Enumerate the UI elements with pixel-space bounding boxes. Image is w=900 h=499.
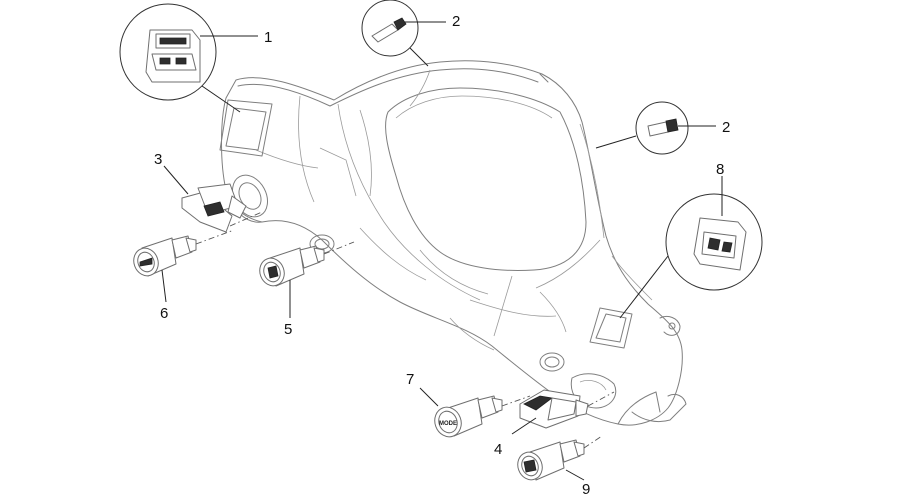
part-2-bulb-right	[595, 101, 716, 155]
callout-2-upper: 2	[452, 13, 460, 30]
detail-pointer-8	[619, 255, 669, 319]
part-4-switch	[511, 389, 615, 435]
callout-2-right: 2	[722, 119, 730, 136]
part-6-button	[133, 229, 235, 303]
detail-pointer-2a	[409, 47, 429, 67]
callout-6: 6	[160, 305, 168, 322]
part-8-rocker-switch	[619, 176, 763, 319]
callout-1: 1	[264, 29, 272, 46]
dashline-5	[323, 241, 355, 255]
part-3-switch-bezel	[163, 165, 263, 233]
leader-9	[565, 469, 585, 481]
part-2-bulb-upper	[361, 0, 446, 67]
dashline-4	[587, 391, 615, 407]
detail-pointer-2b	[595, 135, 637, 149]
callout-labels: 1 2 2 3 4 5 6 7 8 9	[154, 13, 730, 498]
callout-8: 8	[716, 161, 724, 178]
part-9-button	[517, 435, 603, 481]
dashline-6	[195, 229, 235, 245]
dashline-9	[583, 435, 603, 449]
leader-7	[419, 387, 439, 407]
part-7-mode-button: MODE	[419, 387, 531, 438]
part-5-button	[259, 241, 355, 318]
dashline-7	[501, 395, 531, 407]
leader-4	[511, 417, 537, 435]
callout-5: 5	[284, 321, 292, 338]
callout-9: 9	[582, 481, 590, 494]
part-1-rocker-switch	[119, 3, 258, 113]
callout-7: 7	[406, 371, 414, 388]
leader-3	[163, 165, 189, 195]
callout-3: 3	[154, 151, 162, 168]
leader-6	[161, 269, 167, 303]
dashline-3	[229, 211, 263, 227]
callout-4: 4	[494, 441, 502, 458]
handlebar-cover	[219, 60, 687, 426]
detail-pointer-1	[201, 85, 241, 113]
mode-label: MODE	[439, 421, 457, 427]
